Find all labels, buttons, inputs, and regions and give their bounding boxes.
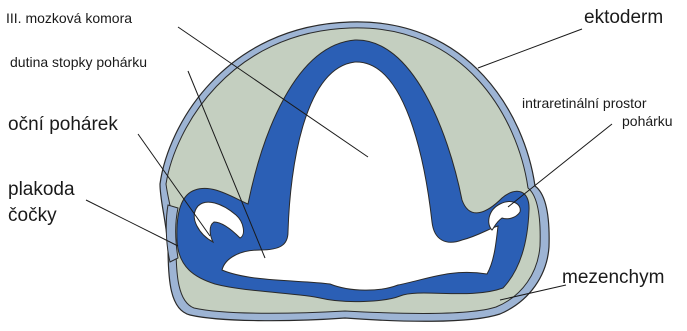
label-mesenchyme: mezenchym (562, 267, 664, 288)
label-lens-placode-2: čočky (8, 205, 57, 226)
label-intraretinal-space-2: pohárku (622, 113, 673, 129)
label-intraretinal-space-1: intraretinální prostor (522, 95, 647, 111)
label-third-ventricle: III. mozková komora (6, 10, 132, 26)
leader-ectoderm (478, 29, 582, 68)
label-ectoderm: ektoderm (584, 7, 663, 28)
label-lens-placode-1: plakoda (8, 179, 75, 200)
label-stalk-cavity: dutina stopky pohárku (10, 54, 147, 70)
label-optic-cup: oční pohárek (8, 114, 118, 135)
